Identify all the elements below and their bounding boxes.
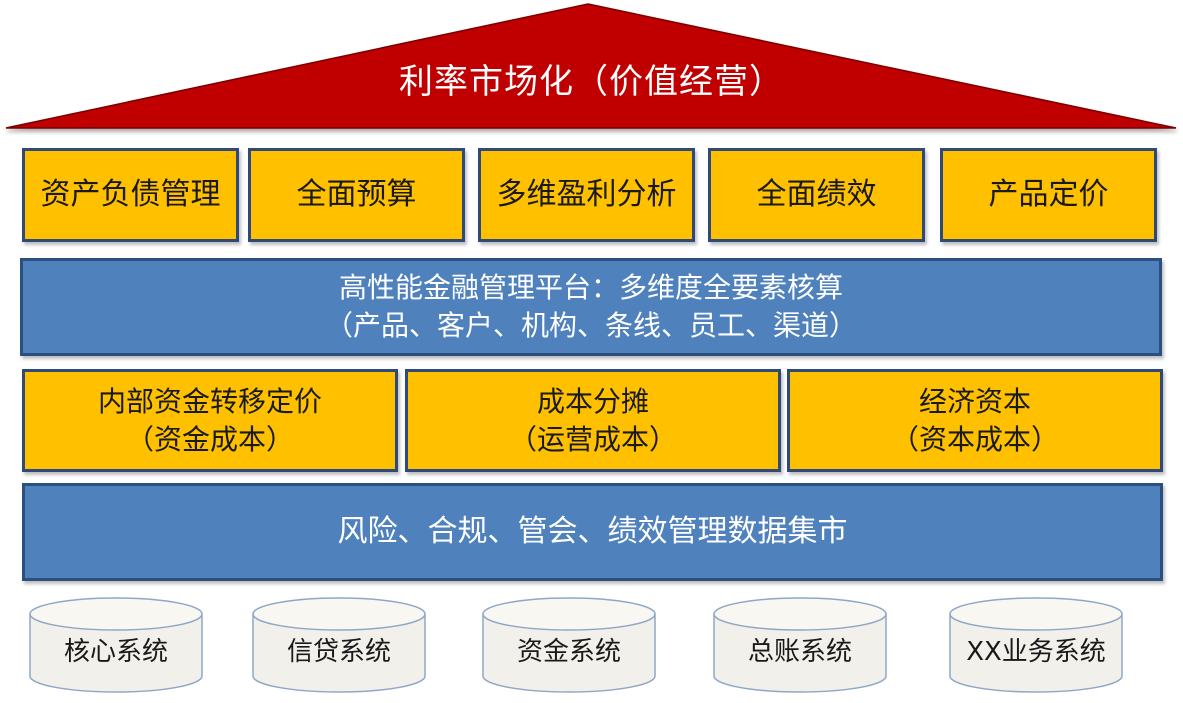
roof-triangle [5,3,1177,129]
engine-title: 经济资本 [918,384,1031,418]
source-credit: 信贷系统 [251,596,427,694]
module-performance: 全面绩效 [708,148,925,242]
engine-title: 成本分摊 [536,384,649,418]
source-xx-business: XX业务系统 [948,596,1124,694]
source-treasury: 资金系统 [481,596,657,694]
engine-cost-allocation: 成本分摊 （运营成本） [405,369,781,472]
platform-dimensions: （产品、客户、机构、条线、员工、渠道） [324,309,857,342]
module-label: 资产负债管理 [40,177,221,212]
source-general-ledger: 总账系统 [712,596,888,694]
engine-subtitle: （资金成本） [125,422,294,456]
engine-title: 内部资金转移定价 [97,384,322,418]
engine-ftp: 内部资金转移定价 （资金成本） [22,369,398,472]
database-icon [949,597,1123,693]
database-icon [482,597,656,693]
module-label: 全面预算 [296,177,417,212]
source-label: 资金系统 [516,637,621,667]
engine-subtitle: （运营成本） [508,422,677,456]
database-icon [29,597,203,693]
source-label: 信贷系统 [286,637,391,667]
source-core: 核心系统 [28,596,204,694]
platform-layer: 高性能金融管理平台：多维度全要素核算 （产品、客户、机构、条线、员工、渠道） [20,258,1162,356]
datamart-label: 风险、合规、管会、绩效管理数据集市 [337,514,848,549]
engine-economic-capital: 经济资本 （资本成本） [787,369,1163,472]
roof-title: 利率市场化（价值经营） [399,62,784,102]
module-label: 产品定价 [988,177,1109,212]
source-label: XX业务系统 [966,637,1106,667]
platform-title: 高性能金融管理平台：多维度全要素核算 [338,271,843,304]
module-pricing: 产品定价 [940,148,1157,242]
source-label: 总账系统 [747,637,852,667]
engine-subtitle: （资本成本） [890,422,1059,456]
module-label: 全面绩效 [756,177,877,212]
database-icon [713,597,887,693]
module-budget: 全面预算 [248,148,465,242]
database-icon [252,597,426,693]
datamart-layer: 风险、合规、管会、绩效管理数据集市 [22,483,1163,581]
module-profitability: 多维盈利分析 [478,148,695,242]
module-label: 多维盈利分析 [496,177,677,212]
module-alm: 资产负债管理 [22,148,239,242]
source-label: 核心系统 [63,637,168,667]
